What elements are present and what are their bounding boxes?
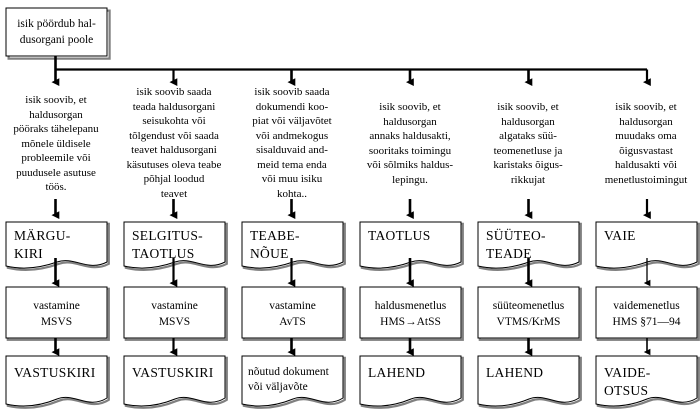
branch-description-margukiri: isik soovib, et haldusorgan pööraks tähe… (13, 94, 99, 194)
document-label-margukiri: MÄRGU- KIRI (14, 228, 71, 261)
process-box (595, 286, 700, 341)
result-label-vaie: VAIDE- OTSUS (604, 365, 651, 398)
document-label-suuteoteade: SÜÜTEO- TEADE (486, 228, 546, 261)
document-shapes-row (5, 221, 700, 271)
process-box (359, 286, 464, 341)
root-connector (54, 56, 647, 71)
document-shape (5, 221, 110, 271)
document-shape (241, 221, 346, 271)
branch-description-suuteoteade: isik soovib, et haldusorgan algataks süü… (493, 101, 563, 186)
process-box (241, 286, 346, 341)
process-label-suuteoteade: süüteomenetlus VTMS/KrMS (492, 300, 565, 328)
process-label-selgitustaotlus: vastamine MSVS (151, 300, 198, 328)
result-label-taotlus: LAHEND (368, 365, 426, 380)
result-shapes-row (5, 355, 700, 409)
branch-description-vaie: isik soovib, et haldusorgan muudaks oma … (604, 101, 688, 186)
document-shape (123, 221, 228, 271)
document-shape (359, 221, 464, 271)
document-label-selgitustaotlus: SELGITUS- TAOTLUS (132, 228, 203, 261)
result-document-shape (123, 355, 228, 409)
process-box (477, 286, 582, 341)
result-document-shape (359, 355, 464, 409)
result-label-suuteoteade: LAHEND (486, 365, 544, 380)
process-box (5, 286, 110, 341)
process-label-taotlus: haldusmenetlus HMS→AtSS (374, 300, 447, 328)
root-box (5, 7, 111, 60)
document-shape (477, 221, 582, 271)
process-box (123, 286, 228, 341)
result-document-shape (477, 355, 582, 409)
document-label-taotlus: TAOTLUS (368, 228, 431, 243)
document-to-process-arrows (51, 258, 651, 288)
result-document-shape (595, 355, 700, 409)
result-label-selgitustaotlus: VASTUSKIRI (132, 365, 214, 380)
result-document-shape (5, 355, 110, 409)
result-label-margukiri: VASTUSKIRI (14, 365, 96, 380)
description-to-document-arrows (51, 199, 651, 220)
branch-description-teabenoue: isik soovib saada dokumendi koo- piat võ… (252, 86, 332, 200)
process-label-teabenoue: vastamine AvTS (269, 300, 316, 328)
process-label-margukiri: vastamine MSVS (33, 300, 80, 328)
document-label-teabenoue: TEABE- NÕUE (250, 228, 300, 261)
branch-description-selgitustaotlus: isik soovib saada teada haldusorgani sei… (126, 86, 222, 200)
process-to-result-arrows (51, 338, 651, 357)
document-label-vaie: VAIE (604, 228, 636, 243)
root-box-label: isik pöördub hal- dusorgani poole (17, 18, 96, 46)
result-document-shape (241, 355, 346, 409)
branch-drop-arrows (51, 69, 651, 87)
branch-description-taotlus: isik soovib, et haldusorgan annaks haldu… (366, 101, 454, 186)
process-label-vaie: vaidemenetlus HMS §71—94 (612, 300, 681, 328)
process-boxes-row (5, 286, 700, 341)
result-label-teabenoue: nõutud dokument või väljavõte (248, 366, 329, 393)
